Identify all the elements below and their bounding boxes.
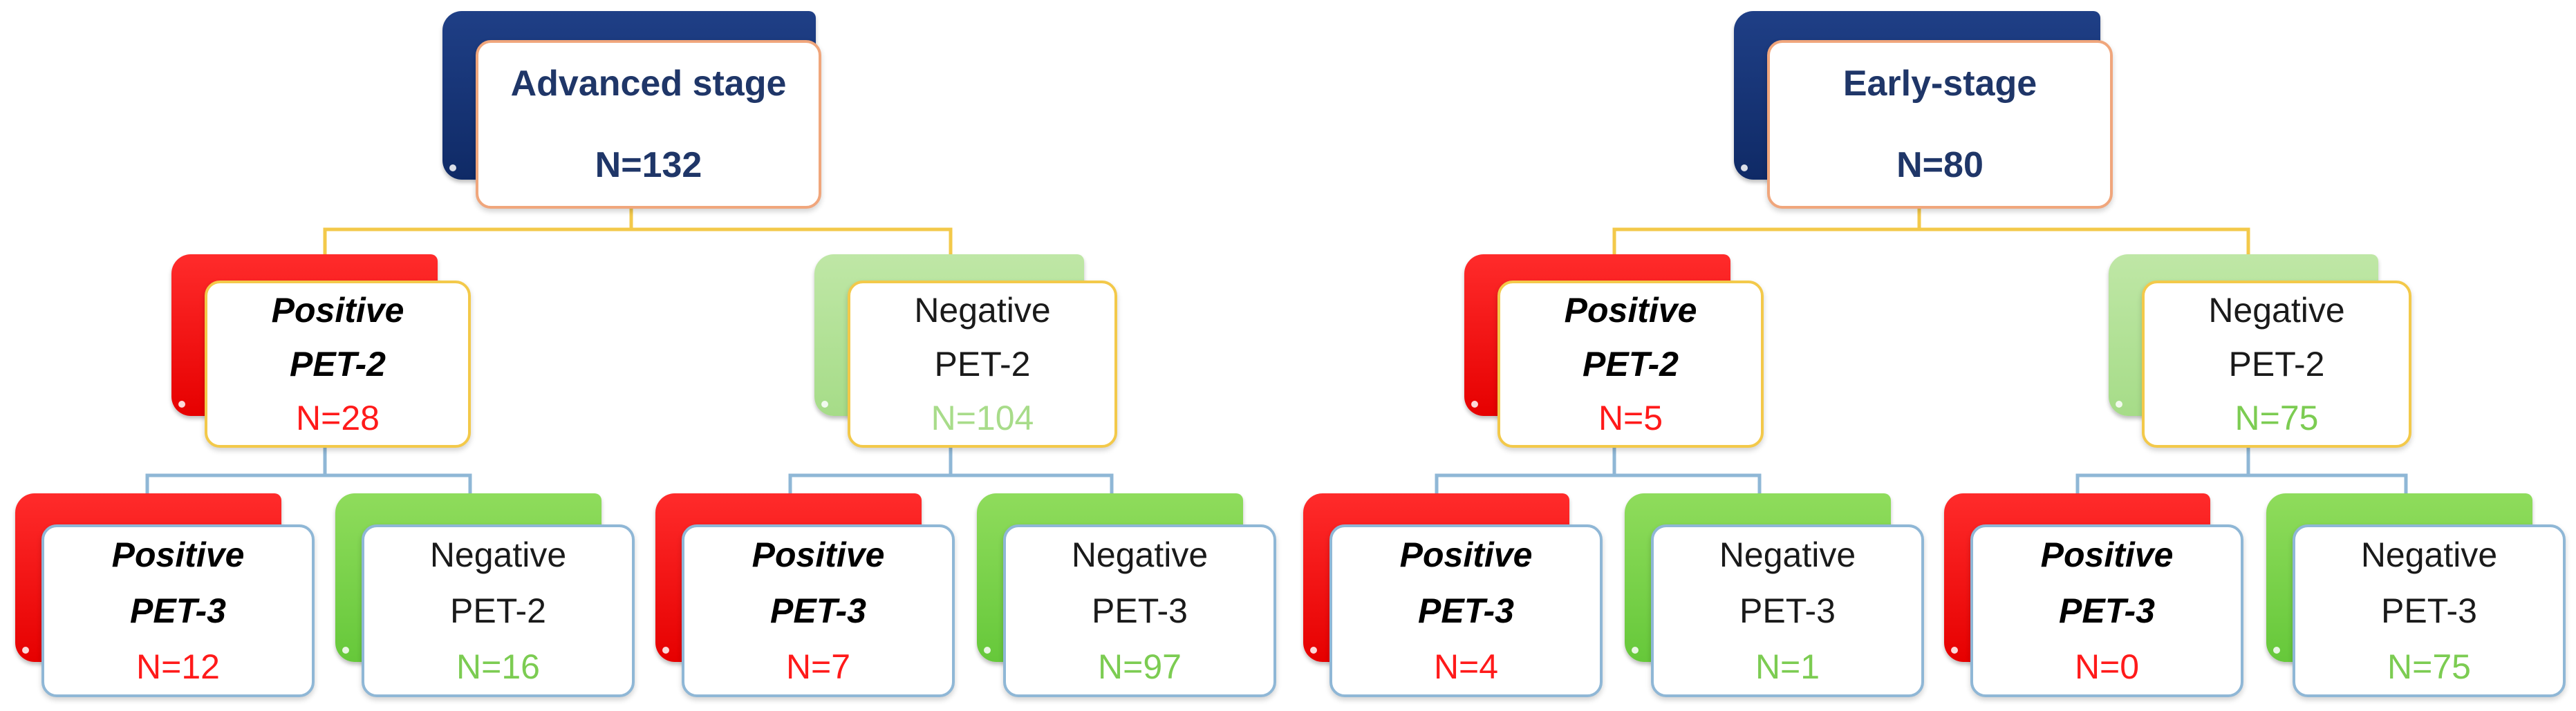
root-count: N=80 <box>1896 145 1984 185</box>
leaf-pet-label: PET-3 <box>130 591 226 630</box>
pet-label: PET-2 <box>2228 345 2325 383</box>
leaf-pet-label: PET-2 <box>450 591 546 630</box>
leaf-pet-label: PET-3 <box>2381 591 2477 630</box>
root-title: Advanced stage <box>510 64 787 104</box>
leaf-pet-label: PET-3 <box>1092 591 1188 630</box>
pet-label: PET-2 <box>934 345 1031 383</box>
leaf-pet-label: PET-3 <box>1418 591 1514 630</box>
leaf-label: Negative <box>429 535 567 575</box>
tree-1-leaf-connectors <box>145 448 1114 517</box>
leaf-label: Positive <box>752 535 885 575</box>
pet-label: PET-2 <box>290 345 386 383</box>
negative-label: Negative <box>914 291 1051 330</box>
root-title: Early-stage <box>1842 64 2037 104</box>
leaf-label: Positive <box>111 535 245 575</box>
leaf-label: Positive <box>2040 535 2174 575</box>
leaf-label: Negative <box>2360 535 2498 575</box>
leaf-count: N=16 <box>456 647 540 686</box>
leaf-count: N=97 <box>1098 647 1182 686</box>
positive-count: N=28 <box>296 399 380 437</box>
leaf-pet-label: PET-3 <box>1739 591 1836 630</box>
leaf-count: N=1 <box>1755 647 1820 686</box>
root-count: N=132 <box>595 145 702 185</box>
positive-label: Positive <box>1564 291 1697 330</box>
negative-count: N=104 <box>931 399 1034 437</box>
negative-label: Negative <box>2208 291 2345 330</box>
leaf-count: N=75 <box>2387 647 2471 686</box>
positive-label: Positive <box>271 291 404 330</box>
leaf-label: Positive <box>1399 535 1533 575</box>
pet-label: PET-2 <box>1583 345 1679 383</box>
leaf-label: Negative <box>1071 535 1208 575</box>
leaf-label: Negative <box>1719 535 1856 575</box>
positive-count: N=5 <box>1598 399 1663 437</box>
leaf-count: N=12 <box>136 647 220 686</box>
leaf-count: N=4 <box>1433 647 1499 686</box>
leaf-count: N=7 <box>785 647 851 686</box>
leaf-pet-label: PET-3 <box>770 591 866 630</box>
leaf-count: N=0 <box>2074 647 2140 686</box>
tree-2-leaf-connectors <box>1435 448 2408 517</box>
leaf-pet-label: PET-3 <box>2059 591 2155 630</box>
negative-count: N=75 <box>2234 399 2319 437</box>
